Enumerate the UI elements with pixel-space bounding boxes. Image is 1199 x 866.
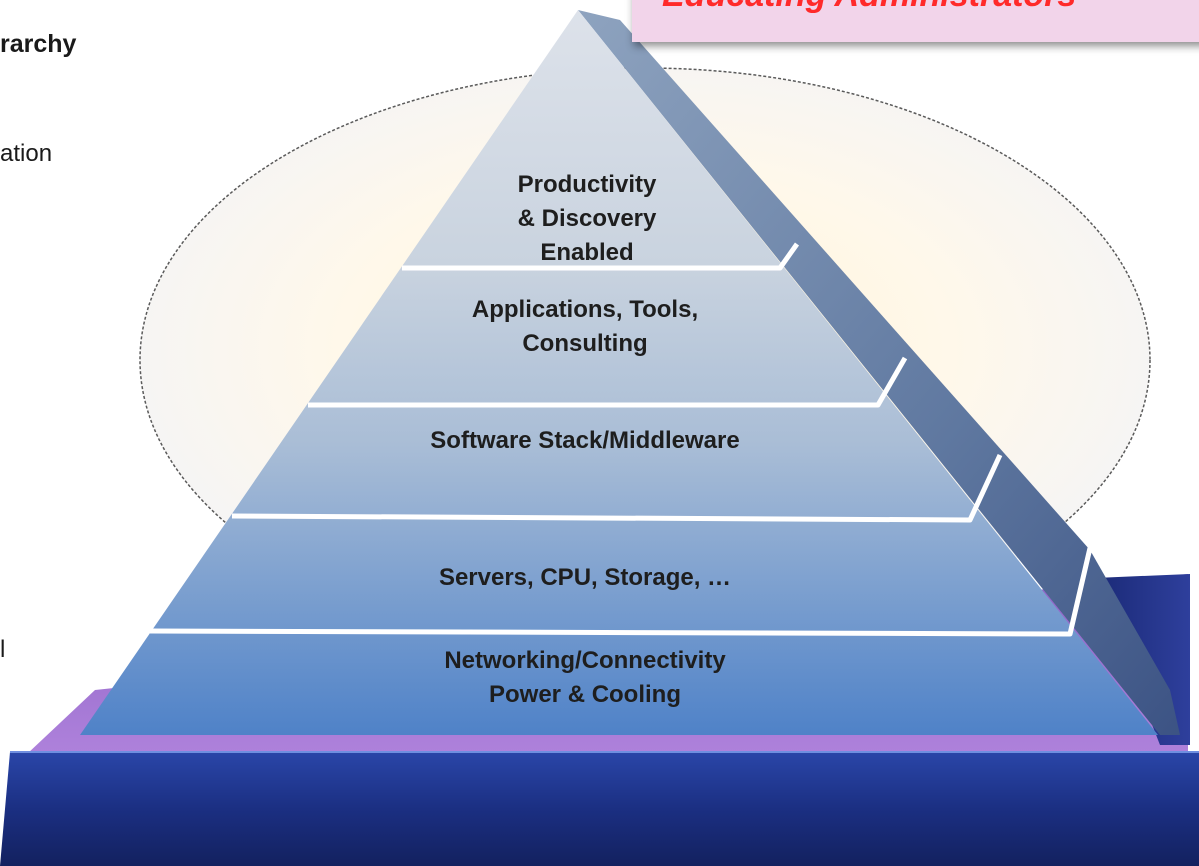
tier-divider (149, 547, 1093, 637)
tier-label-networking: Networking/Connectivity Power & Cooling (444, 647, 726, 708)
left-text-line: ation (0, 140, 53, 167)
tier-label-applications: Applications, Tools, Consulting (471, 296, 699, 357)
tier-label-productivity: Productivity & Discovery Enabled (517, 171, 657, 266)
banner: Educating Administrators (632, 0, 1199, 42)
tier-divider (402, 242, 800, 271)
banner-text: Educating Administrators (662, 0, 1076, 15)
left-heading: rarchy (0, 30, 77, 58)
platform-front (0, 752, 1199, 866)
pyramid-side-face (578, 10, 1180, 735)
tier-divider (231, 453, 1003, 523)
tier-divider (308, 356, 908, 408)
tier-label-software-stack: Software Stack/Middleware (430, 427, 740, 454)
tier-label-servers: Servers, CPU, Storage, … (438, 564, 732, 591)
pyramid-front-face (80, 10, 1158, 735)
left-text-line: l (0, 636, 6, 663)
